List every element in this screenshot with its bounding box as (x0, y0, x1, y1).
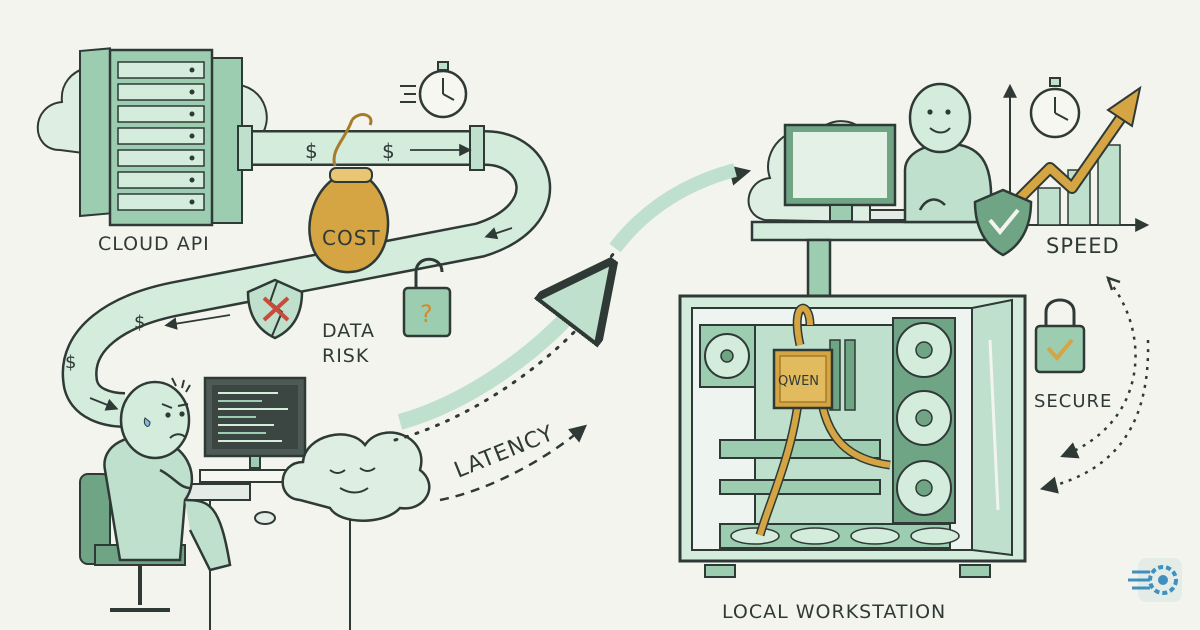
shield-check-icon (973, 188, 1033, 257)
bottom-fan (790, 527, 840, 545)
trend-arrow-icon (1003, 83, 1150, 232)
gpu-fan-hub (915, 409, 933, 427)
gpu-fan-hub (915, 479, 933, 497)
server-led (189, 155, 195, 161)
server-led (189, 67, 195, 73)
site-logo-icon (1128, 558, 1182, 602)
data-risk-label-line2: RISK (322, 345, 369, 367)
latency-label: LATENCY (451, 421, 558, 484)
server-rack-icon (79, 47, 243, 227)
server-led (189, 111, 195, 117)
qwen-chip-label: QWEN (778, 374, 819, 389)
broken-shield-icon (246, 278, 304, 340)
bottom-fan (910, 527, 960, 545)
dollar-sign: $ (382, 139, 396, 163)
server-slot (117, 149, 205, 167)
cost-label: COST (322, 226, 381, 250)
bottom-fan (730, 527, 780, 545)
server-led (189, 177, 195, 183)
dollar-sign: $ (305, 139, 319, 163)
locked-padlock-icon (1034, 298, 1086, 374)
happy-user-desk (747, 82, 1009, 300)
server-slot (117, 105, 205, 123)
server-slot (117, 171, 205, 189)
server-led (189, 89, 195, 95)
server-led (189, 133, 195, 139)
cloud-api-group: CLOUD API (36, 47, 268, 255)
data-pipe: $ $ $ $ (61, 125, 552, 428)
stopwatch-icon (1029, 77, 1081, 139)
server-slot (117, 127, 205, 145)
server-led (189, 199, 195, 205)
server-slot (117, 193, 205, 211)
dollar-sign: $ (134, 312, 146, 333)
secure-label: SECURE (1034, 391, 1112, 412)
monitor-icon (203, 376, 307, 469)
gpu-fan-hub (915, 341, 933, 359)
stopwatch-icon (400, 61, 468, 119)
question-mark: ? (420, 300, 434, 328)
money-bag-icon: COST (308, 113, 390, 274)
workstation-case: QWEN (678, 294, 1027, 578)
dollar-sign: $ (65, 352, 77, 373)
bottom-fan (850, 527, 900, 545)
server-slot (117, 83, 205, 101)
server-slot (117, 61, 205, 79)
cloud-api-label: CLOUD API (98, 233, 210, 255)
monitor-icon (783, 123, 897, 222)
unlocked-padlock-icon: ? (402, 257, 452, 338)
data-risk-label-line1: DATA (322, 320, 375, 342)
local-workstation-label: LOCAL WORKSTATION (722, 601, 946, 623)
speed-label: SPEED (1046, 234, 1120, 258)
frustrated-user (79, 376, 361, 630)
